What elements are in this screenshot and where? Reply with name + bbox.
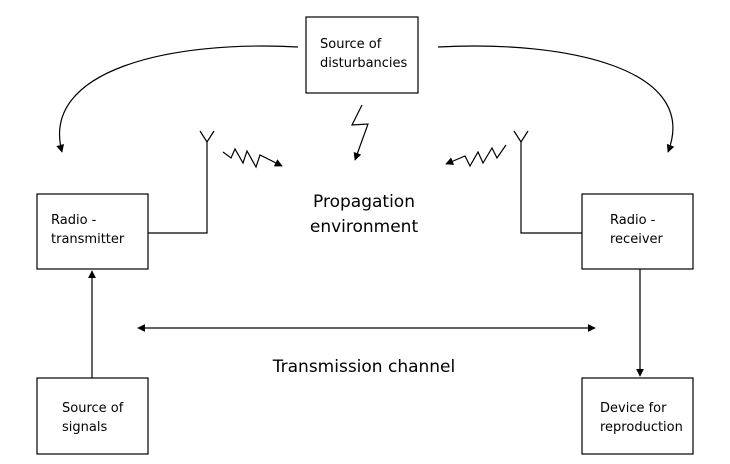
receiver-node: Radio - receiver <box>581 193 694 270</box>
receiver-antenna-icon <box>513 130 529 144</box>
propagation-environment: Propagation environment <box>310 192 419 237</box>
disturbance-source-label-line2: disturbancies <box>320 56 408 71</box>
transmitter-node: Radio - transmitter <box>36 193 149 270</box>
reproduction-device-node: Device for reproduction <box>581 377 694 455</box>
transmission-channel-label: Transmission channel <box>272 357 456 377</box>
signal-source-label-line1: Source of <box>62 401 124 416</box>
signal-source-node: Source of signals <box>36 377 149 455</box>
disturbance-to-receiver-arrow <box>437 45 675 153</box>
receiver-label-line1: Radio - <box>610 213 656 228</box>
disturbance-source-node: Source of disturbancies <box>305 16 419 94</box>
transmitter-wave-arrow <box>222 147 283 169</box>
transmitter-antenna-feed <box>148 142 208 234</box>
transmitter-label-line2: transmitter <box>51 232 125 247</box>
disturbance-lightning-arrow <box>350 104 369 161</box>
signal-source-label-line2: signals <box>62 420 107 435</box>
transmitter-label-line1: Radio - <box>51 213 97 228</box>
environment-label-line1: Propagation <box>313 192 415 212</box>
disturbance-to-transmitter-arrow <box>56 45 299 153</box>
receiver-label-line2: receiver <box>610 232 664 247</box>
transmitter-antenna-icon <box>199 130 215 144</box>
reproduction-device-label-line1: Device for <box>600 401 667 416</box>
reproduction-device-label-line2: reproduction <box>600 420 683 435</box>
disturbance-source-label-line1: Source of <box>320 37 382 52</box>
environment-label-line2: environment <box>310 217 419 237</box>
receiver-antenna-feed <box>520 142 582 234</box>
receiver-wave-arrow <box>445 144 507 168</box>
